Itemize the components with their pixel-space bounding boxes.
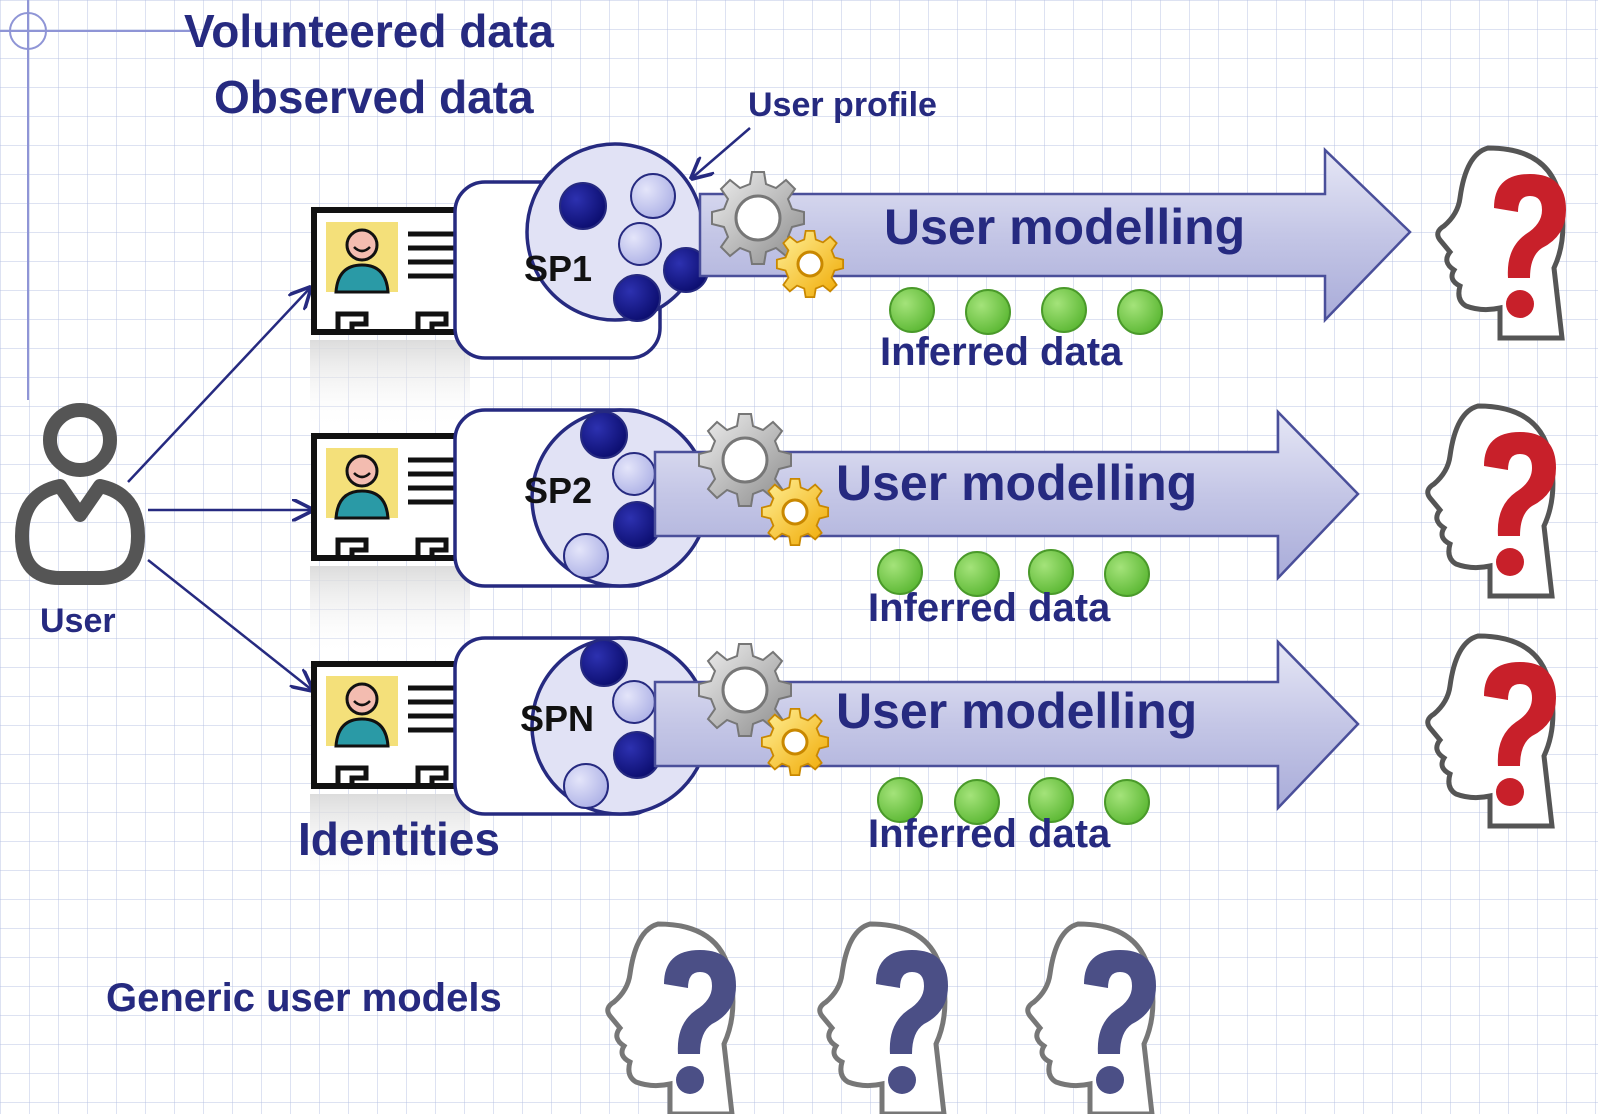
volunteered-dot xyxy=(563,763,609,809)
provider-row-2 xyxy=(310,406,1556,656)
observed-dot xyxy=(580,639,628,687)
inferred-dot xyxy=(877,549,923,595)
inferred-dot xyxy=(1117,289,1163,335)
question-head-icon xyxy=(820,924,948,1114)
question-head-icon xyxy=(1428,406,1556,596)
user-to-id3-arrow xyxy=(147,559,312,690)
question-head-icon xyxy=(1028,924,1156,1114)
question-head-icon xyxy=(1428,636,1556,826)
gear-icon xyxy=(698,643,792,737)
user-icon xyxy=(15,403,145,585)
volunteered-dot xyxy=(618,222,662,266)
sp-label: SPN xyxy=(520,698,595,739)
inferred-dot xyxy=(1028,777,1074,823)
inferred-dot xyxy=(965,289,1011,335)
gear-icon xyxy=(775,229,845,299)
inferred-dot xyxy=(1104,779,1150,825)
gear-icon xyxy=(711,171,805,265)
inferred-dot xyxy=(1028,549,1074,595)
id-card-icon xyxy=(310,210,470,430)
user-profile-label: User profile xyxy=(748,86,937,124)
sp-label: SP2 xyxy=(524,470,593,511)
modelling-arrow xyxy=(653,408,1360,582)
user-modelling-label: User modelling xyxy=(836,683,1198,739)
inferred-data-label: Inferred data xyxy=(868,586,1111,630)
user-profile-pointer xyxy=(692,127,751,178)
volunteered-data-label: Volunteered data xyxy=(184,5,554,57)
inferred-dot xyxy=(889,287,935,333)
gear-icon xyxy=(760,707,830,777)
inferred-dot xyxy=(1041,287,1087,333)
user-label: User xyxy=(40,602,116,640)
volunteered-dot xyxy=(563,533,609,579)
generic-user-models-label: Generic user models xyxy=(106,976,502,1020)
observed-data-label: Observed data xyxy=(214,71,534,123)
inferred-dot xyxy=(954,779,1000,825)
id-card-icon xyxy=(310,436,470,656)
modelling-arrow xyxy=(653,638,1360,812)
observed-dot xyxy=(559,182,607,230)
inferred-dot xyxy=(1104,551,1150,597)
observed-dot xyxy=(613,501,661,549)
question-head-icon xyxy=(608,924,736,1114)
inferred-dot xyxy=(954,551,1000,597)
question-head-icon xyxy=(1438,148,1566,338)
identities-label: Identities xyxy=(298,813,500,865)
provider-row-1 xyxy=(310,142,1566,430)
sp-label: SP1 xyxy=(524,248,593,289)
volunteered-dot xyxy=(612,680,656,724)
user-modelling-label: User modelling xyxy=(836,455,1198,511)
inferred-data-label: Inferred data xyxy=(868,812,1111,856)
observed-dot xyxy=(580,411,628,459)
gear-icon xyxy=(760,477,830,547)
volunteered-dot xyxy=(612,452,656,496)
provider-row-3 xyxy=(310,636,1556,884)
user-to-id1-arrow xyxy=(127,288,310,483)
observed-dot xyxy=(613,731,661,779)
volunteered-dot xyxy=(630,173,676,219)
inferred-dot xyxy=(877,777,923,823)
observed-dot xyxy=(613,274,661,322)
corner-guide-lines xyxy=(0,0,190,400)
user-modelling-label: User modelling xyxy=(884,199,1246,255)
inferred-data-label: Inferred data xyxy=(880,330,1123,374)
gear-icon xyxy=(698,413,792,507)
